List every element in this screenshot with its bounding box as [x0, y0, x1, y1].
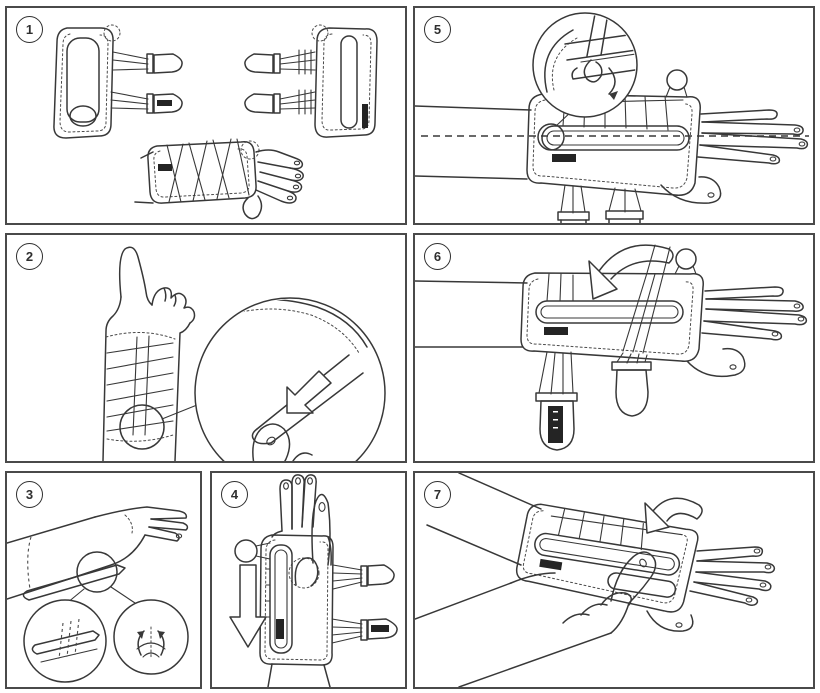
brand-tag [552, 154, 576, 162]
illustration-step-7 [415, 473, 776, 687]
brand-tag [539, 558, 563, 571]
brand-tag [544, 327, 568, 335]
thumb-loop [103, 24, 121, 42]
hand-over-palmar-stay [7, 506, 189, 604]
step-panel-2: 2 [5, 233, 407, 463]
illustration-step-6 [415, 244, 808, 451]
brand-tag [276, 619, 284, 639]
adjusting-hand [415, 551, 657, 687]
illustration-step-1 [53, 24, 378, 220]
lace-pull-arrow [608, 67, 616, 95]
thumb-loop [311, 24, 329, 42]
wrap-over-arrow [588, 244, 674, 300]
magnified-trim-stay-detail [23, 599, 107, 683]
slide-down-arrow [229, 564, 267, 648]
braced-arm [426, 473, 776, 632]
thumb-loop-ring [234, 539, 258, 563]
brand-tag [371, 625, 389, 632]
flat-brace-lining-view [53, 24, 183, 139]
magnified-bend-stay-detail [113, 599, 189, 675]
flat-brace-outer-view [244, 24, 378, 138]
step-panel-7: 7 [413, 471, 815, 689]
brand-tag [157, 100, 172, 106]
pull-direction-arrow [286, 370, 332, 414]
step-panel-6: 6 [413, 233, 815, 463]
brace-worn-on-hand [134, 138, 304, 220]
step-number-badge: 1 [16, 16, 43, 43]
brand-tag [548, 406, 563, 443]
step-panel-3: 3 [5, 471, 202, 689]
illustration-step-4 [229, 474, 398, 687]
thumb-loop-ring [675, 248, 697, 270]
step-number-badge: 7 [424, 481, 451, 508]
step-panel-4: 4 [210, 471, 407, 689]
magnified-lace-lock-detail [532, 12, 638, 118]
callout-source-circle [537, 123, 565, 151]
hanging-pull-tabs [535, 351, 652, 451]
callout-source-circle [76, 551, 118, 593]
callout-leader-lines [66, 586, 136, 604]
tighten-arrow [644, 497, 703, 534]
step-panel-5: 5 [413, 6, 815, 225]
brand-tag [158, 164, 172, 171]
illustration-step-3 [7, 506, 189, 683]
step-number-badge: 4 [221, 481, 248, 508]
palmar-stay [22, 564, 126, 601]
illustration-step-5 [415, 12, 809, 223]
brace-on-forearm [415, 244, 808, 378]
brace-sliding-onto-hand [234, 474, 398, 687]
arm-wearing-brace-thumb-up [102, 246, 198, 461]
illustration-step-2 [102, 246, 386, 461]
step-number-badge: 2 [16, 243, 43, 270]
callout-leader-line [161, 404, 198, 420]
brand-tag [362, 104, 368, 128]
brace-aligned-on-forearm [415, 69, 809, 223]
thumb-loop-ring [666, 69, 688, 91]
step-number-badge: 3 [16, 481, 43, 508]
step-number-badge: 5 [424, 16, 451, 43]
step-number-badge: 6 [424, 243, 451, 270]
callout-source-circle [119, 404, 165, 450]
thumb-loop [240, 140, 260, 160]
step-panel-1: 1 [5, 6, 407, 225]
magnified-strap-pull-detail [194, 297, 386, 461]
